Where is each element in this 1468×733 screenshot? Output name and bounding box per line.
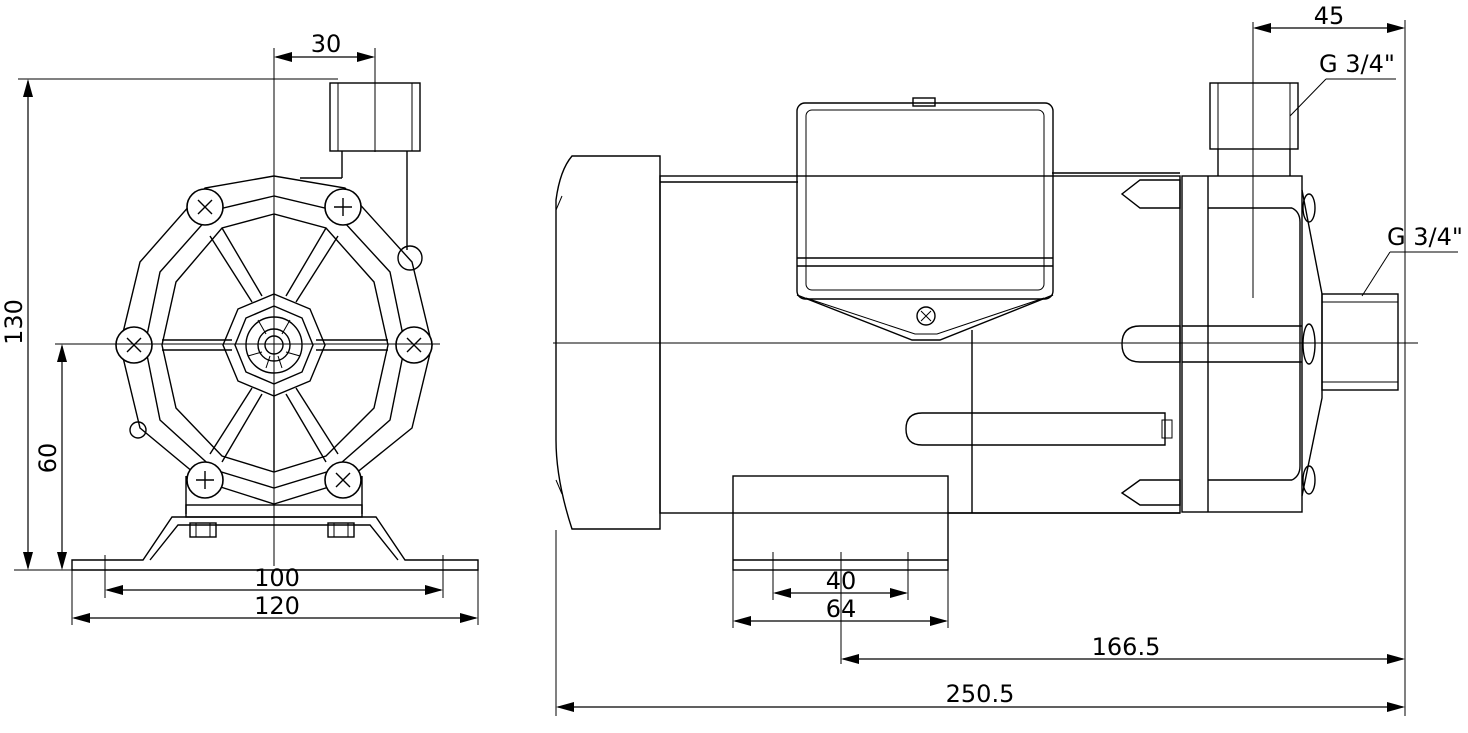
tie-rods: [905, 179, 1181, 506]
dim-100-label: 100: [254, 564, 300, 592]
bolt-icon: [186, 188, 224, 226]
dim-250-5: 250.5: [555, 530, 1405, 716]
bolt-icon: [324, 461, 362, 499]
dim-40-label: 40: [826, 567, 857, 595]
front-base-foot: [71, 476, 479, 571]
terminal-box: [796, 97, 1054, 341]
dim-30-label: 30: [311, 30, 342, 58]
dim-120: 120: [71, 570, 479, 625]
dim-130-label: 130: [0, 299, 28, 345]
fan-cover: [555, 155, 661, 530]
dim-64: 64: [732, 570, 949, 628]
thread-callout-outlet: G 3/4": [1289, 50, 1396, 117]
dim-60-label: 60: [34, 443, 62, 474]
dim-64-label: 64: [826, 595, 857, 623]
dim-166-5-label: 166.5: [1092, 633, 1161, 661]
dim-120-label: 120: [254, 592, 300, 620]
dim-40: 40: [772, 552, 909, 664]
dim-45-label: 45: [1314, 2, 1345, 30]
dim-130: 130: [0, 78, 338, 571]
dim-30: 30: [274, 30, 376, 152]
pump-head: [1181, 175, 1323, 513]
side-inlet-pipe: [1321, 293, 1399, 391]
dim-166-5: 166.5: [841, 633, 1405, 664]
thread-callout-inlet: G 3/4": [1361, 223, 1463, 297]
side-view: 45 G 3/4" G 3/4" 40: [553, 2, 1463, 716]
bolt-icon: [324, 188, 362, 226]
dim-100: 100: [104, 555, 444, 598]
front-view: 30 130 60 100: [0, 30, 479, 625]
thread-outlet-label: G 3/4": [1319, 50, 1395, 78]
bolt-icon: [186, 461, 224, 499]
bolt-icon: [395, 326, 433, 364]
side-outlet-pipe: [1209, 82, 1299, 176]
dim-45: 45: [1253, 2, 1406, 716]
front-pump-casing: [119, 175, 433, 505]
dim-250-5-label: 250.5: [946, 680, 1015, 708]
thread-inlet-label: G 3/4": [1387, 223, 1463, 251]
bolt-icon: [115, 326, 153, 364]
dim-60: 60: [34, 344, 67, 570]
